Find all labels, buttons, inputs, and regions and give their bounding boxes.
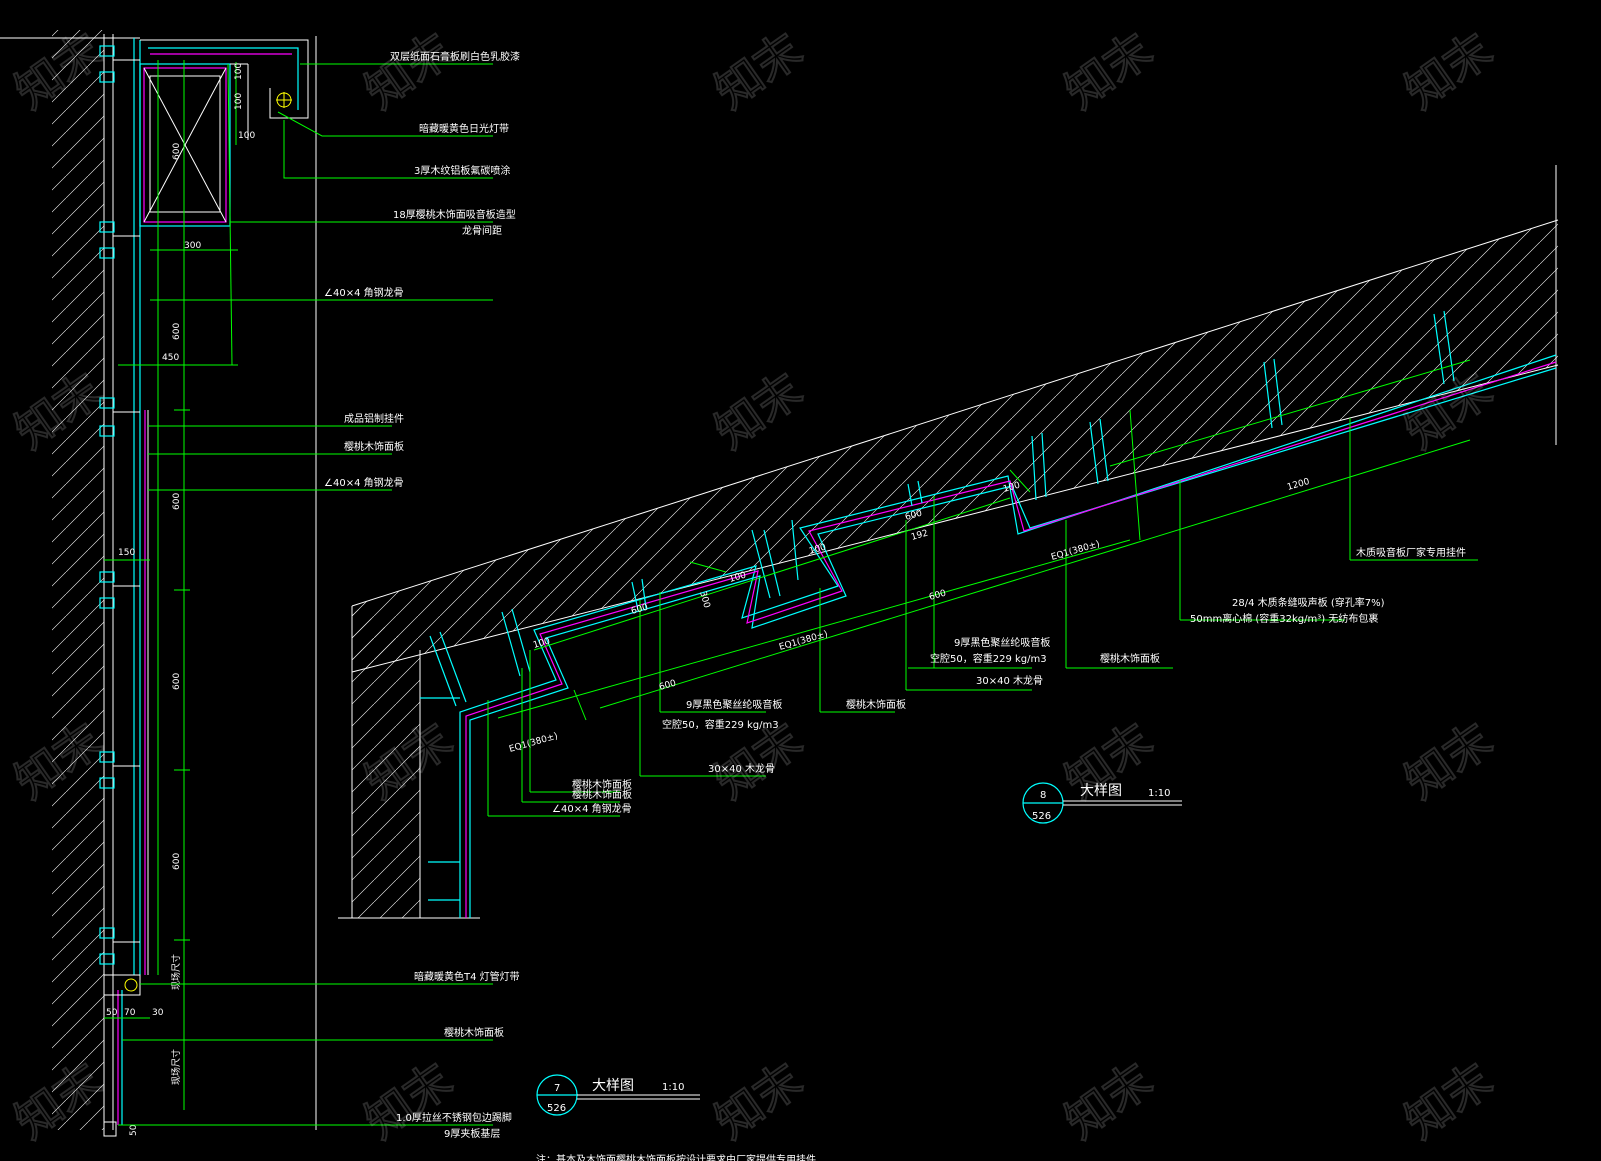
callout-7-title: 大样图 [592, 1078, 634, 1094]
dim-100-a: 100 [532, 636, 552, 650]
dim-100-d: 100 [1002, 480, 1022, 494]
dim-eq1-c: EQ1(380±) [508, 731, 559, 754]
label-hidden-fluorescent: 暗藏暖黄色日光灯带 [419, 122, 509, 135]
dim-600-a: 600 [630, 602, 650, 616]
dim-600-d: 600 [904, 508, 924, 522]
label-felt-board-2: 9厚黑色聚丝纶吸音板 [686, 698, 782, 711]
left-detail: 100 100 100 600 300 600 450 600 150 600 … [0, 30, 700, 1140]
dim-100a: 100 [234, 63, 244, 80]
watermark: 知末 [1055, 1052, 1161, 1149]
label-cherry-acoustic: 18厚樱桃木饰面吸音板造型 [393, 208, 516, 221]
label-cherry-veneer-d: 樱桃木饰面板 [572, 788, 632, 801]
callout-8-sheet: 526 [1032, 811, 1051, 822]
dim-100-c: 100 [808, 542, 828, 556]
label-angle-steel-right: ∠40×4 角钢龙骨 [552, 802, 632, 815]
label-perforated-panel: 28/4 木质条缝吸声板 (穿孔率7%) [1232, 596, 1385, 609]
label-felt-density-2: 空腔50，容重229 kg/m3 [662, 718, 779, 731]
callout-7-number: 7 [554, 1083, 560, 1094]
dim-eq1-a: EQ1(380±) [1050, 539, 1101, 562]
label-felt-density-1: 空腔50，容重229 kg/m3 [930, 652, 1047, 665]
dim-50: 50 [106, 1008, 118, 1018]
dim-600b: 600 [172, 323, 182, 340]
left-leaders [118, 63, 493, 1126]
label-angle-steel-1: ∠40×4 角钢龙骨 [324, 286, 404, 299]
watermark: 知末 [1395, 712, 1501, 809]
left-dimension-text: 100 100 100 600 300 600 450 600 150 600 … [106, 63, 255, 1136]
callout-7: 7 526 大样图 1:10 [536, 1074, 700, 1116]
watermark: 知末 [705, 1052, 811, 1149]
callout-8-number: 8 [1040, 790, 1046, 801]
label-gypsum-board: 双层纸面石膏板刷白色乳胶漆 [390, 50, 520, 63]
left-dimension-lines [104, 60, 238, 1110]
dim-field-size-2: 现场尺寸 [170, 1049, 182, 1085]
label-steel-skirting: 1.0厚拉丝不锈钢包边踢脚 [396, 1111, 512, 1124]
right-detail: 1200 EQ1(380±) EQ1(380±) EQ1(380±) 100 1… [338, 165, 1559, 919]
watermark: 知末 [1395, 22, 1501, 119]
label-felt-board-1: 9厚黑色聚丝纶吸音板 [954, 636, 1050, 649]
dim-600e: 600 [172, 853, 182, 870]
label-wood-stud-1: 30×40 木龙骨 [976, 674, 1043, 687]
label-cherry-veneer-a: 樱桃木饰面板 [1100, 652, 1160, 665]
dim-192: 192 [910, 529, 929, 543]
label-wood-stud-2: 30×40 木龙骨 [708, 762, 775, 775]
dim-600c: 600 [172, 493, 182, 510]
dim-100b: 100 [234, 93, 244, 110]
right-dimension-lines [487, 359, 1478, 817]
watermark: 知末 [1055, 22, 1161, 119]
callout-8: 8 526 大样图 1:10 [1022, 782, 1182, 824]
dim-70: 70 [124, 1008, 136, 1018]
dim-600-c: 600 [928, 588, 948, 602]
label-cherry-veneer-1: 樱桃木饰面板 [344, 440, 404, 453]
label-keel-spacing: 龙骨间距 [462, 224, 502, 237]
label-plywood-base: 9厚夹板基层 [444, 1127, 500, 1140]
slab-hatch [352, 220, 1558, 672]
dim-600-b: 600 [658, 678, 678, 692]
label-angle-steel-2: ∠40×4 角钢龙骨 [324, 476, 404, 489]
wall-anchors [99, 45, 140, 965]
dim-600d: 600 [172, 673, 182, 690]
dim-100-b: 100 [728, 570, 748, 584]
callout-8-scale: 1:10 [1148, 788, 1170, 799]
label-cherry-veneer-2: 樱桃木饰面板 [444, 1026, 504, 1039]
watermark: 知末 [705, 22, 811, 119]
watermark: 知末 [355, 22, 461, 119]
dim-300: 300 [184, 241, 201, 251]
dim-300: 300 [697, 590, 711, 610]
wall-hatch [52, 30, 104, 1130]
left-labels: 双层纸面石膏板刷白色乳胶漆 暗藏暖黄色日光灯带 3厚木纹铝板氟碳喷涂 18厚樱桃… [324, 50, 520, 1140]
dim-50b: 50 [129, 1124, 139, 1136]
label-cherry-veneer-c: 樱桃木饰面板 [572, 778, 632, 791]
dim-100c: 100 [238, 131, 255, 141]
callout-7-scale: 1:10 [662, 1082, 684, 1093]
label-hanger: 木质吸音板厂家专用挂件 [1356, 546, 1466, 559]
callout-7-sheet: 526 [547, 1103, 566, 1114]
right-labels: 木质吸音板厂家专用挂件 28/4 木质条缝吸声板 (穿孔率7%) 50mm离心棉… [552, 546, 1466, 815]
dim-450: 450 [162, 353, 179, 363]
wall-hatch-right [352, 606, 420, 918]
watermark: 知末 [705, 362, 811, 459]
callout-8-title: 大样图 [1080, 783, 1122, 799]
label-aluminum-panel: 3厚木纹铝板氟碳喷涂 [414, 164, 510, 177]
dim-30: 30 [152, 1008, 164, 1018]
dim-150: 150 [118, 548, 135, 558]
bottom-note: 注：基本及木饰面樱桃木饰面板按设计要求由厂家提供专用挂件 [536, 1153, 816, 1161]
watermark: 知末 [1395, 1052, 1501, 1149]
dim-field-size-1: 现场尺寸 [170, 954, 182, 990]
label-cherry-veneer-b: 樱桃木饰面板 [846, 698, 906, 711]
label-centrifugal-cotton: 50mm离心棉 (容重32kg/m³) 无纺布包裹 [1190, 612, 1378, 625]
ceiling-hangers [429, 310, 1455, 707]
dim-eq1-b: EQ1(380±) [778, 629, 829, 652]
dim-600a: 600 [172, 143, 182, 160]
label-aluminum-hanger: 成品铝制挂件 [344, 412, 404, 425]
label-t4-light: 暗藏暖黄色T4 灯管灯带 [414, 970, 520, 983]
